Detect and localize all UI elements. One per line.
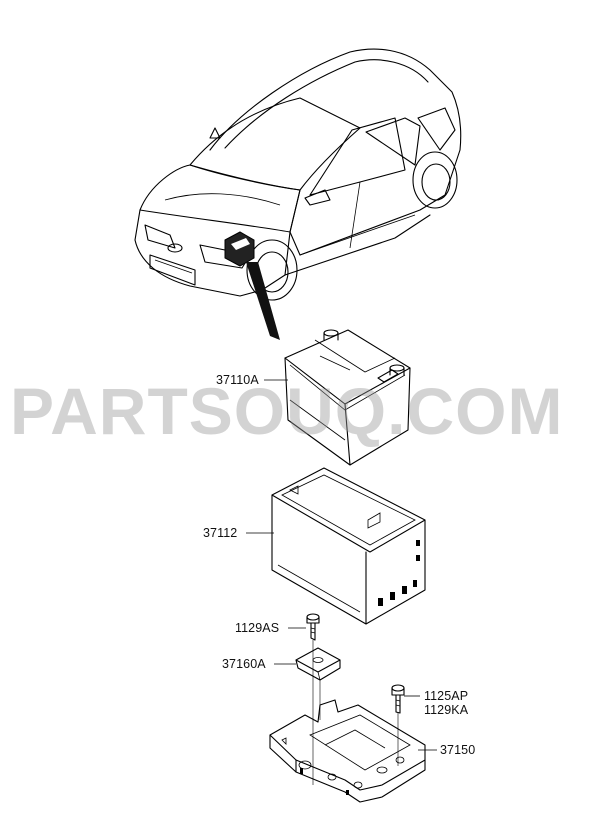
callout-clamp: 37160A [222, 657, 266, 671]
bolt-right-part [391, 684, 405, 714]
battery-bracket [269, 699, 426, 803]
callout-battery: 37110A [216, 373, 259, 387]
bolt-top-part [306, 613, 320, 641]
leader-lines [246, 379, 437, 785]
callout-bracket: 37150 [440, 743, 476, 757]
callout-bolt-right-1: 1125AP [424, 689, 469, 703]
car-illustration [134, 48, 462, 340]
battery-tray-box [271, 467, 426, 625]
callout-bolt-top: 1129AS [235, 621, 280, 635]
battery-clamp [295, 647, 341, 681]
battery [284, 329, 411, 466]
callout-tray-box: 37112 [203, 526, 238, 540]
callout-bolt-right-2: 1129KA [424, 703, 469, 717]
